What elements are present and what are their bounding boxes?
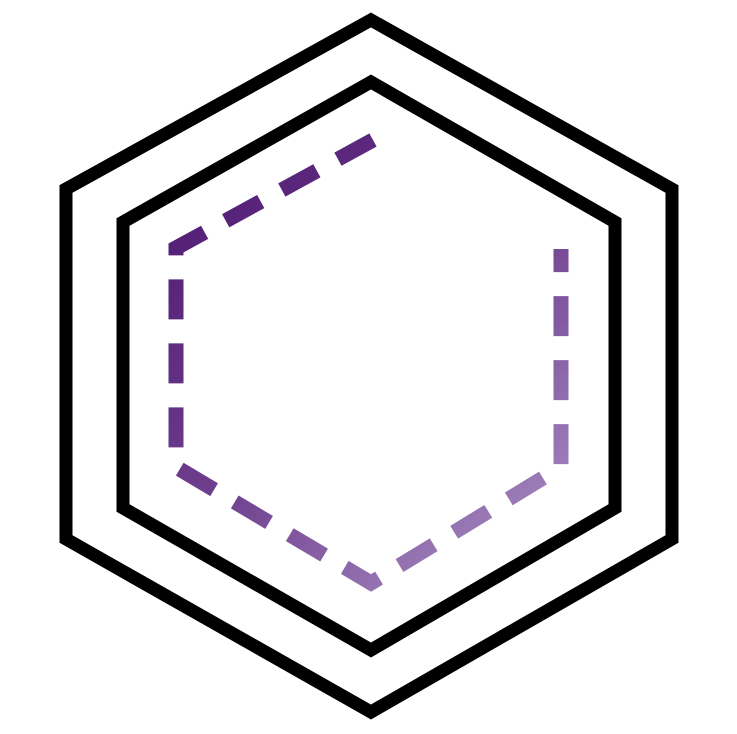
dashed-inner-hexagon xyxy=(168,133,569,592)
outer-hexagon xyxy=(59,12,679,720)
inner-hexagon xyxy=(116,74,622,658)
